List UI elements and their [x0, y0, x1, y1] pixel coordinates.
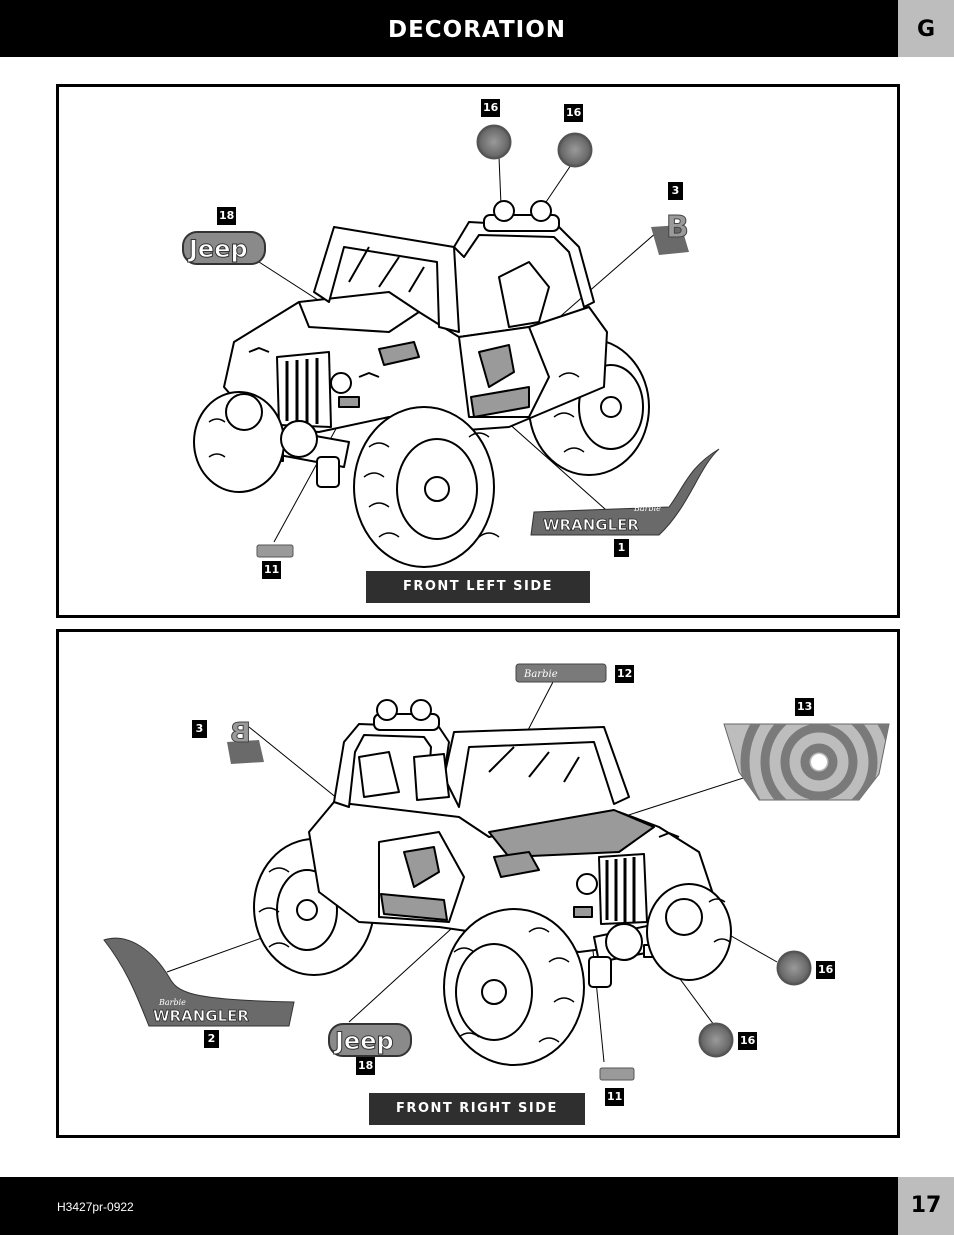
callout-3: 3 [668, 182, 683, 200]
section-tab: G [898, 0, 954, 57]
svg-text:WRANGLER: WRANGLER [153, 1007, 249, 1025]
decal-wrangler-1: WRANGLER Barbie [530, 448, 720, 536]
decal-light-16b [698, 1022, 734, 1058]
svg-text:Barbie: Barbie [158, 998, 186, 1007]
callout-12: 12 [615, 665, 635, 683]
svg-text:B: B [230, 716, 251, 749]
decal-plate-11 [599, 1067, 635, 1081]
svg-text:Jeep: Jeep [187, 235, 248, 263]
front-left-illustration: B Jeep WRANGLER Barbie [182, 124, 720, 568]
decal-hood-swirl-13 [723, 723, 890, 801]
decal-light-16a [476, 124, 512, 160]
page-number: 17 [898, 1177, 954, 1235]
front-right-illustration: Barbie B WRANGLER Barbie Jeep [103, 663, 890, 1081]
vehicle-jeep-front-right [253, 699, 732, 1066]
decal-wrangler-2: WRANGLER Barbie [103, 937, 295, 1027]
callout-1: 1 [614, 539, 629, 557]
svg-text:Barbie: Barbie [523, 669, 558, 680]
callout-11: 11 [605, 1088, 625, 1106]
svg-text:Jeep: Jeep [333, 1027, 394, 1055]
svg-text:Barbie: Barbie [633, 504, 661, 513]
page-title: DECORATION [387, 17, 566, 43]
callout-18: 18 [356, 1057, 376, 1075]
panel-caption: FRONT RIGHT SIDE [369, 1093, 585, 1125]
decal-b-logo-3: B [651, 210, 689, 255]
callout-11: 11 [262, 561, 282, 579]
callout-16: 16 [481, 99, 501, 117]
decal-jeep-logo-18: Jeep [328, 1023, 412, 1057]
callout-18: 18 [217, 207, 237, 225]
decal-barbie-plate-12: Barbie [515, 663, 607, 683]
footer-bar [0, 1177, 898, 1235]
vehicle-jeep-front-left [193, 200, 650, 568]
svg-text:B: B [666, 210, 689, 245]
decal-light-16a [776, 950, 812, 986]
panel-front-left: B Jeep WRANGLER Barbie [56, 84, 900, 618]
callout-16: 16 [564, 104, 584, 122]
callout-3: 3 [192, 720, 207, 738]
callout-16: 16 [816, 961, 836, 979]
decal-b-logo-3: B [227, 716, 264, 764]
panel-caption: FRONT LEFT SIDE [366, 571, 590, 603]
decal-jeep-logo-18: Jeep [182, 231, 266, 265]
callout-13: 13 [795, 698, 815, 716]
callout-16: 16 [738, 1032, 758, 1050]
svg-text:WRANGLER: WRANGLER [543, 516, 639, 534]
decal-plate-11 [256, 544, 294, 558]
panel-front-right: Barbie B WRANGLER Barbie Jeep [56, 629, 900, 1138]
header-bar [0, 0, 898, 57]
decal-light-16b [557, 132, 593, 168]
callout-2: 2 [204, 1030, 219, 1048]
document-code: H3427pr-0922 [57, 1200, 134, 1214]
